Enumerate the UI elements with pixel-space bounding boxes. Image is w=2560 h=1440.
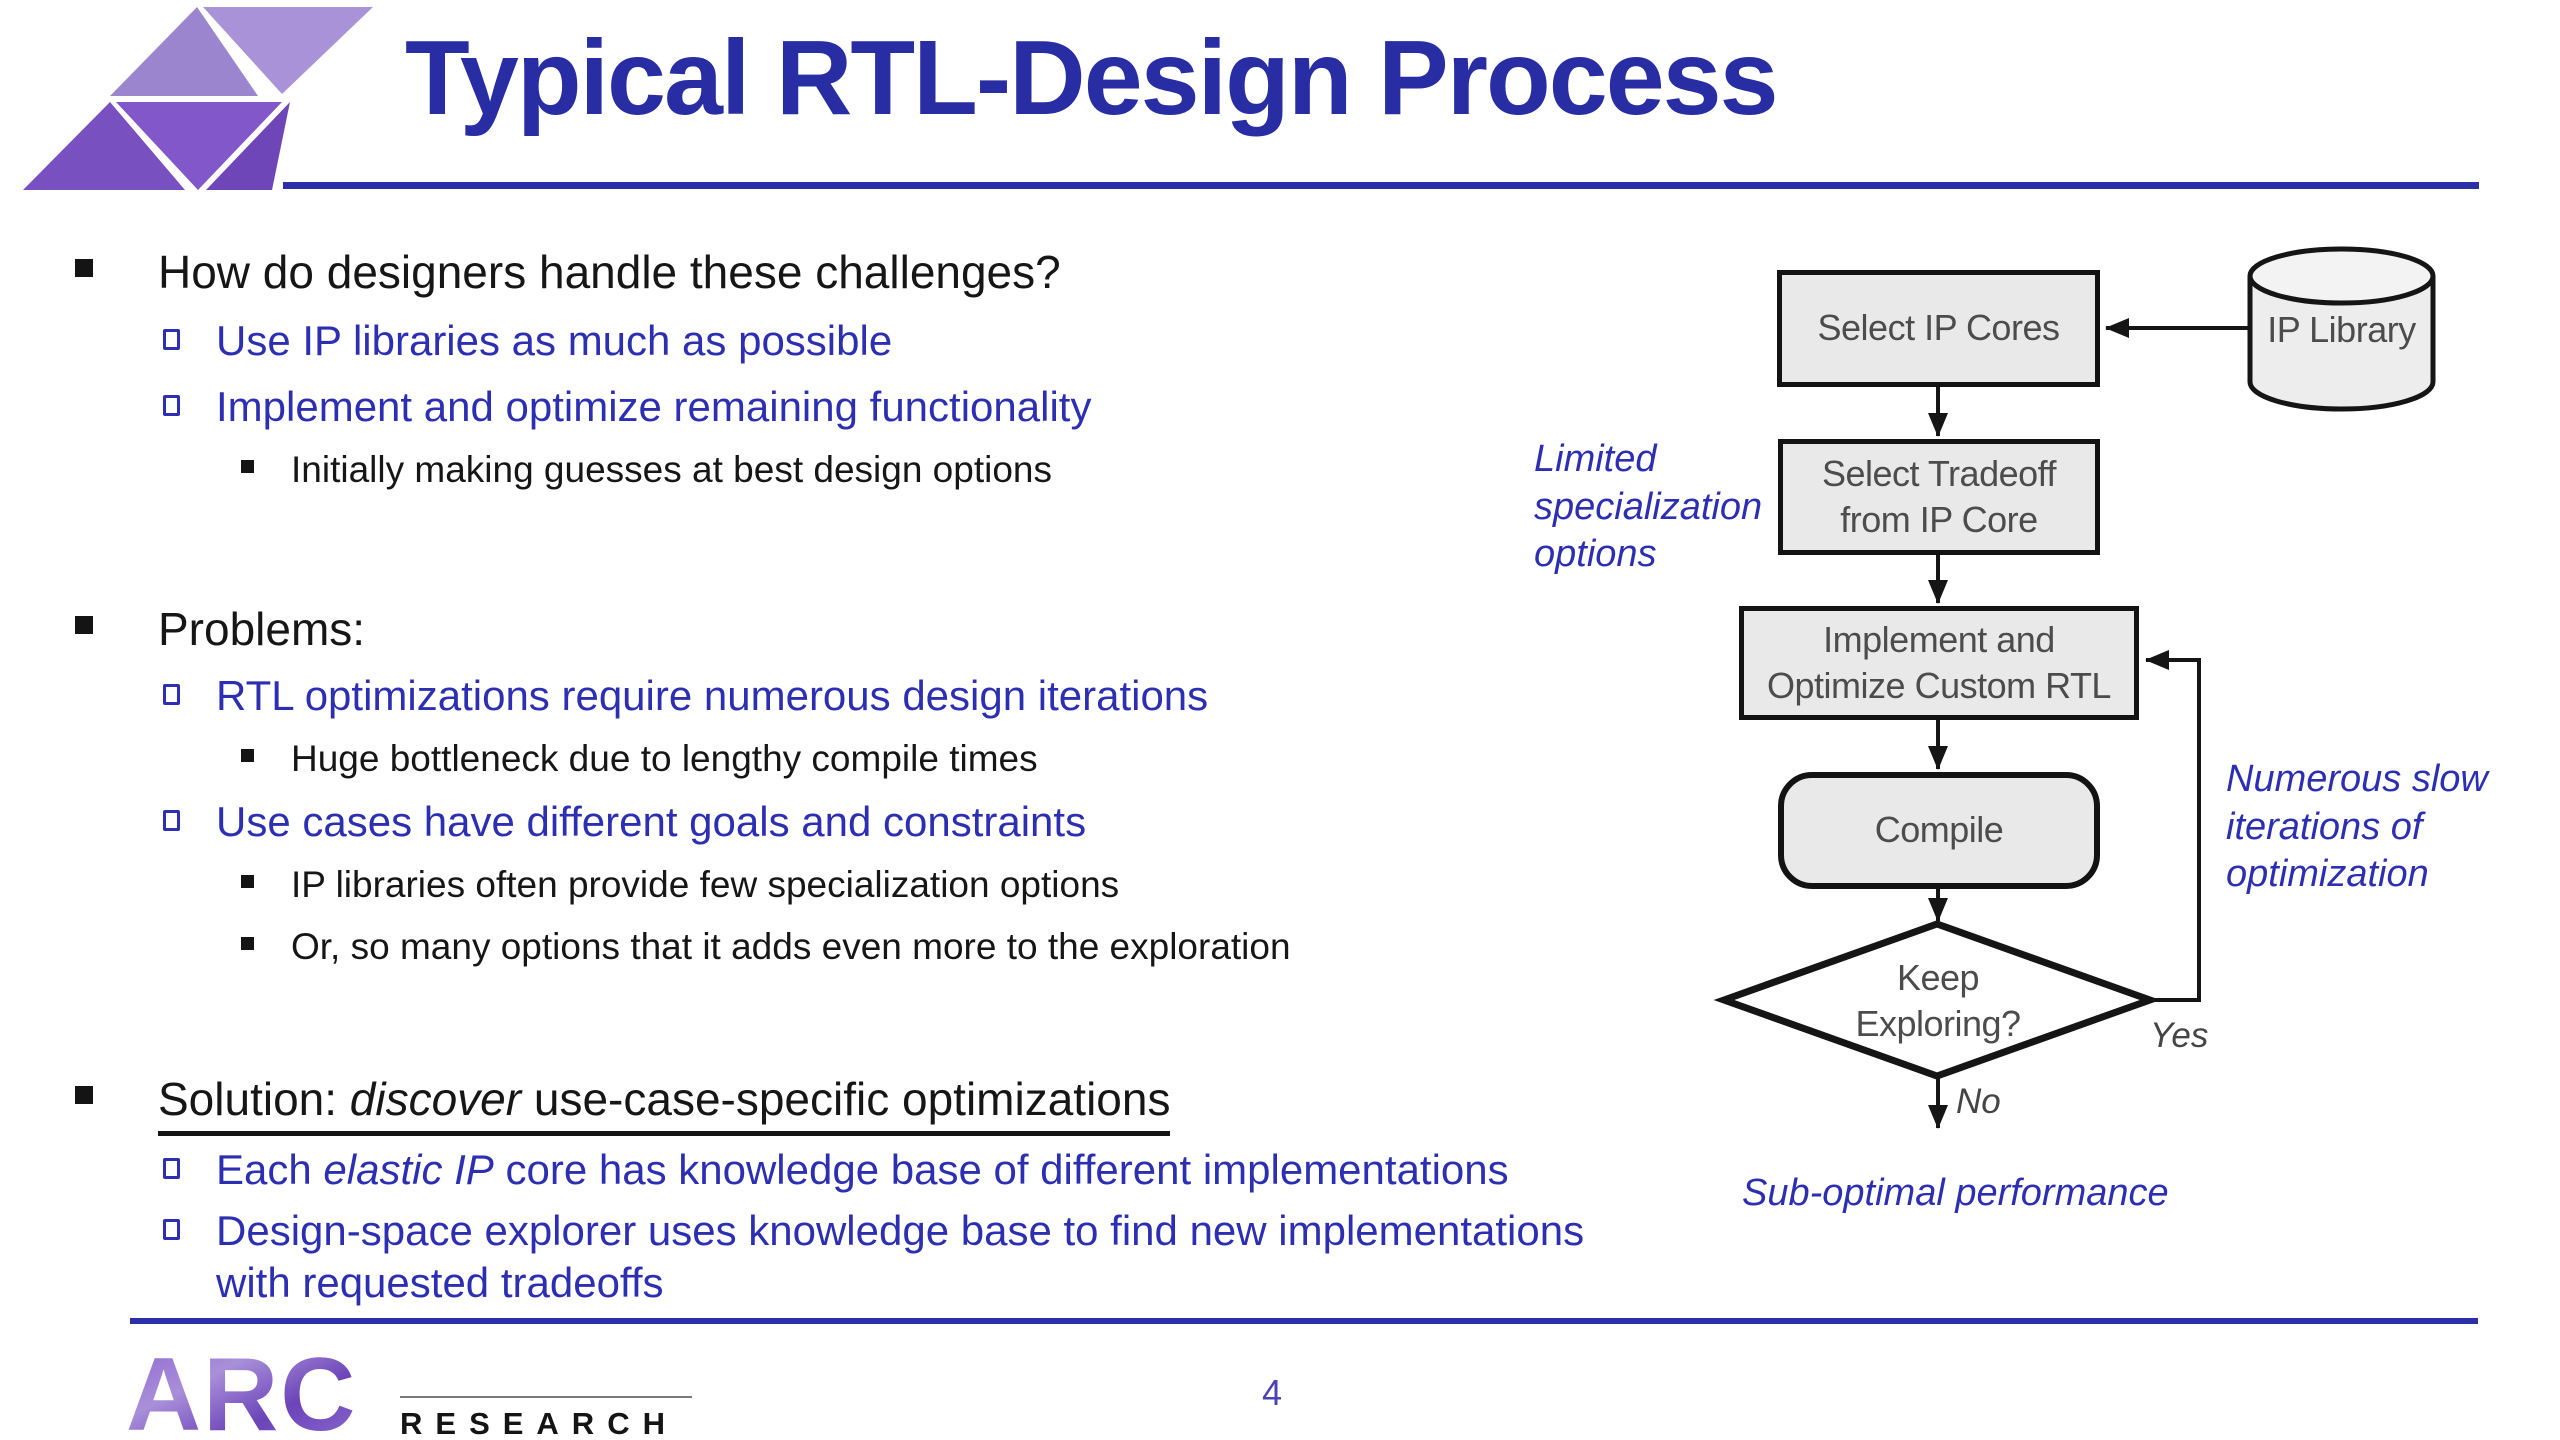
arrow-decision-yes-loop: [2145, 650, 2201, 1002]
bullet-initially-guesses: Initially making guesses at best design …: [241, 449, 1052, 491]
bullet-solution: Solution: discover use-case-specific opt…: [75, 1072, 1171, 1136]
bullet-rtl-optimizations: RTL optimizations require numerous desig…: [163, 672, 1208, 720]
database-cylinder-icon: [2247, 246, 2436, 412]
bullet-elastic-ip: Each elastic IP core has knowledge base …: [163, 1146, 1509, 1194]
arc-logo: ARC: [126, 1338, 357, 1440]
flow-box-compile: Compile: [1778, 772, 2100, 889]
hollow-square-bullet-icon: [163, 317, 216, 350]
note-limited-specialization: Limited specialization options: [1534, 438, 1763, 575]
bullet-use-cases-goals: Use cases have different goals and const…: [163, 798, 1086, 846]
footer-divider: [130, 1318, 2478, 1324]
bullet-implement-optimize: Implement and optimize remaining functio…: [163, 383, 1091, 431]
note-numerous-iterations: Numerous slow iterations of optimization: [2226, 758, 2488, 895]
bullet-how-designers: How do designers handle these challenges…: [75, 245, 1061, 299]
flow-label-ip-library: IP Library: [2267, 308, 2416, 350]
square-bullet-icon: [75, 602, 158, 634]
flowchart-canvas: [1713, 246, 2436, 1129]
arc-logo-text: ARC: [126, 1338, 357, 1440]
square-bullet-icon: [241, 864, 291, 888]
research-wordmark: RESEARCH: [400, 1396, 692, 1440]
flow-label-no: No: [1956, 1082, 2001, 1121]
flow-box-implement-optimize: Implement and Optimize Custom RTL: [1739, 606, 2139, 720]
hollow-square-bullet-icon: [163, 1207, 216, 1240]
flow-label-keep-exploring: Keep Exploring?: [1855, 956, 2021, 1044]
brand-triangles-icon: [23, 7, 373, 190]
flow-box-select-tradeoff: Select Tradeoff from IP Core: [1778, 439, 2100, 555]
title-divider: [283, 182, 2479, 189]
square-bullet-icon: [75, 1072, 158, 1104]
solution-text: Solution: discover use-case-specific opt…: [158, 1072, 1171, 1136]
square-bullet-icon: [241, 449, 291, 473]
square-bullet-icon: [241, 738, 291, 762]
decision-diamond-shape: [1713, 920, 2161, 1080]
bullet-design-space-explorer-cont: with requested tradeoffs: [216, 1259, 664, 1306]
flow-label-yes: Yes: [2150, 1016, 2209, 1055]
hollow-square-bullet-icon: [163, 1146, 216, 1179]
bullet-few-specialization: IP libraries often provide few specializ…: [241, 864, 1119, 906]
hollow-square-bullet-icon: [163, 383, 216, 416]
square-bullet-icon: [75, 245, 158, 277]
elastic-ip-text: Each elastic IP core has knowledge base …: [216, 1146, 1509, 1193]
bullet-huge-bottleneck: Huge bottleneck due to lengthy compile t…: [241, 738, 1038, 780]
hollow-square-bullet-icon: [163, 798, 216, 831]
page-number: 4: [1262, 1372, 1283, 1413]
hollow-square-bullet-icon: [163, 672, 216, 705]
note-suboptimal-performance: Sub-optimal performance: [1742, 1172, 2169, 1214]
flow-box-select-ip-cores: Select IP Cores: [1777, 270, 2100, 387]
bullet-design-space-explorer: Design-space explorer uses knowledge bas…: [163, 1207, 1584, 1255]
slide-title: Typical RTL-Design Process: [405, 19, 1779, 137]
bullet-many-options: Or, so many options that it adds even mo…: [241, 926, 1291, 968]
bullet-problems: Problems:: [75, 602, 365, 656]
square-bullet-icon: [241, 926, 291, 950]
bullet-use-ip-libraries: Use IP libraries as much as possible: [163, 317, 892, 365]
